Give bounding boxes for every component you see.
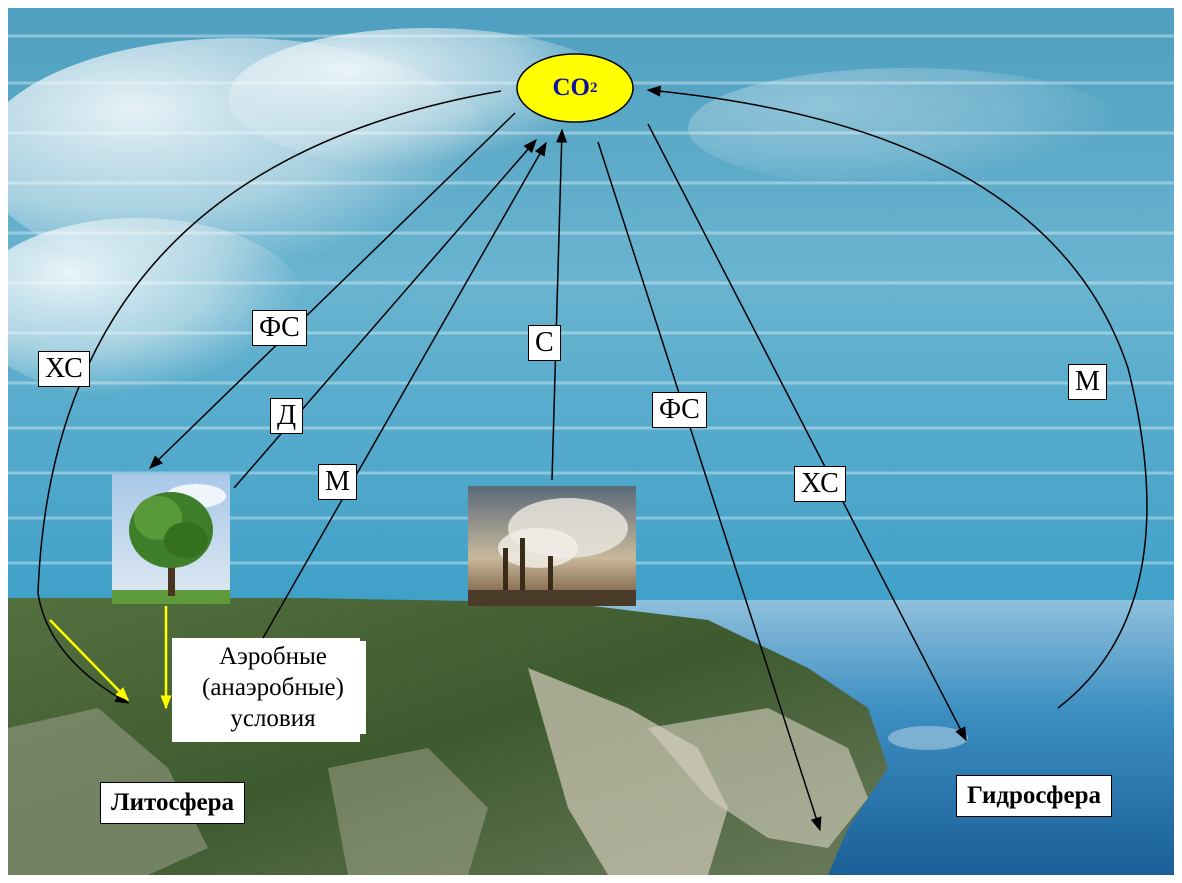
lithosphere-label: Литосфера: [100, 782, 246, 824]
label-combustion: С: [528, 325, 561, 361]
label-photosynthesis-left: ФС: [252, 310, 307, 346]
aerobic-conditions-text: Аэробные (анаэробные) условия: [180, 641, 366, 734]
co2-subscript: 2: [590, 79, 598, 96]
label-mineralization-right: М: [1068, 364, 1107, 400]
label-chemosynthesis-left: ХС: [38, 351, 90, 387]
aerobic-line-2: (анаэробные): [202, 674, 344, 701]
label-photosynthesis-right: ФС: [652, 392, 707, 428]
label-mineralization-left: М: [318, 464, 357, 500]
factory-image: [468, 486, 636, 606]
label-respiration: Д: [270, 398, 304, 434]
background-and-arrows: [8, 8, 1174, 875]
co2-ellipse: [516, 53, 634, 123]
aerobic-line-3: условия: [230, 705, 316, 732]
co2-formula: CO: [552, 74, 591, 101]
aerobic-line-1: Аэробные: [219, 643, 327, 670]
hydrosphere-label: Гидросфера: [956, 775, 1112, 817]
tree-image: [112, 474, 230, 604]
label-chemosynthesis-right: ХС: [794, 466, 846, 502]
